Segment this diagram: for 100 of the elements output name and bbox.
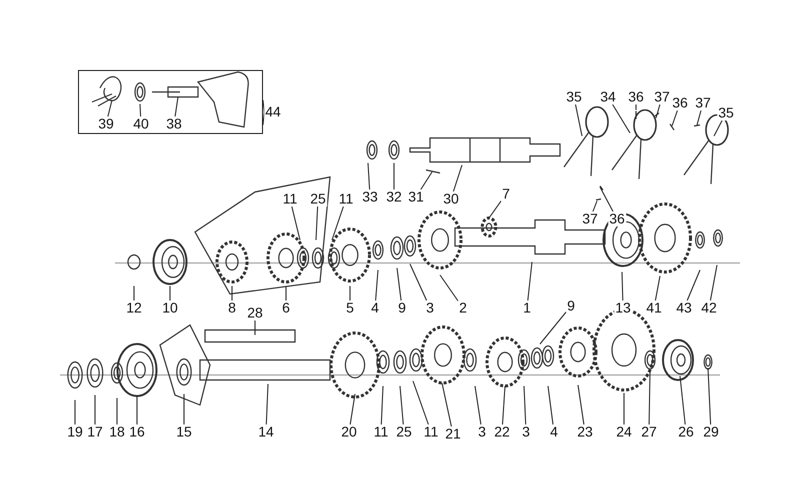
leader-line [710,264,718,301]
callout-number: 27 [640,424,658,440]
callout-number: 11 [372,424,390,440]
leader-line [266,384,268,425]
leader-line [714,120,723,136]
callout-number: 38 [165,116,183,132]
callout-number: 20 [340,424,358,440]
leader-line [592,200,598,212]
leader-line [375,270,378,301]
callout-number: 11 [422,424,440,440]
callout-number: 39 [97,116,115,132]
callout-number: 6 [281,300,291,316]
callout-number: 36 [627,90,645,104]
callout-number: 13 [614,300,632,316]
callout-number: 21 [444,426,462,442]
callout-number: 32 [385,190,403,204]
callout-number: 15 [175,424,193,440]
inset-frame [78,70,263,134]
leader-line [622,272,624,301]
callout-number: 3 [521,424,531,440]
leader-line [600,186,614,212]
leader-line [474,386,482,425]
leader-line [527,262,532,301]
callout-number: 42 [700,300,718,316]
callout-number: 31 [407,190,425,204]
callout-number: 23 [576,424,594,440]
leader-line [654,276,660,301]
leader-line [116,398,118,425]
callout-number: 9 [566,298,576,314]
leader-line [400,386,404,425]
leader-line [540,312,567,344]
callout-number: 1 [522,300,532,316]
leader-line [548,386,554,425]
callout-number: 2 [458,300,468,316]
callout-number: 25 [395,424,413,440]
callout-number: 11 [338,192,354,206]
callout-number: 41 [645,300,663,316]
leader-line [440,274,459,302]
callout-number: 11 [282,192,298,206]
callout-number: 37 [653,90,671,104]
callout-number: 28 [246,306,264,320]
callout-number: 33 [361,190,379,204]
leader-line [680,376,686,425]
leader-line [648,370,650,425]
leader-line [578,384,584,425]
leader-line [656,104,660,118]
callout-number: 26 [677,424,695,440]
leader-line [524,386,526,425]
callout-number: 36 [608,212,626,226]
leader-line [316,206,318,240]
leader-line [140,104,142,117]
callout-number: 34 [599,90,617,104]
callout-number: 18 [108,424,126,440]
leader-line [410,264,428,301]
leader-line [74,400,76,425]
leader-line [672,110,678,126]
callout-number: 7 [501,186,511,202]
leader-line [575,104,582,136]
callout-number: 37 [581,212,599,226]
leader-line [380,386,384,425]
leader-line [350,394,356,425]
callout-number: 17 [86,424,104,440]
callout-number: 29 [702,424,720,440]
callout-number: 10 [161,300,179,316]
leader-line [332,206,344,240]
callout-number: 3 [425,300,435,316]
callout-number: 3 [477,424,487,440]
callout-number: 40 [132,116,150,132]
leader-line [612,104,630,134]
callout-number: 8 [227,300,237,316]
callout-number: 16 [128,424,146,440]
leader-line [254,320,256,336]
callout-number: 24 [615,424,633,440]
leader-line [174,96,178,117]
callout-number: 36 [671,96,689,110]
callout-number: 4 [549,424,559,440]
leader-line [94,394,96,425]
leader-line [696,110,702,126]
callout-number: 35 [565,90,583,104]
callout-number: 4 [370,300,380,316]
callout-number: 37 [694,96,712,110]
callout-number: 44 [264,104,282,120]
callout-number: 43 [675,300,693,316]
leader-line [708,368,712,425]
callout-number: 9 [397,300,407,316]
leader-line [368,162,370,190]
leader-line [488,200,502,218]
callout-number: 25 [309,192,327,206]
callout-number: 30 [442,192,460,206]
leader-line [686,270,700,301]
callout-number: 19 [66,424,84,440]
callout-number: 14 [257,424,275,440]
leader-line [420,172,432,190]
leader-line [291,206,300,240]
leader-line [452,164,462,192]
callout-number: 35 [717,106,735,120]
leader-line [396,268,402,301]
leader-line [412,380,429,425]
callout-number: 5 [345,300,355,316]
leader-line [442,382,452,427]
